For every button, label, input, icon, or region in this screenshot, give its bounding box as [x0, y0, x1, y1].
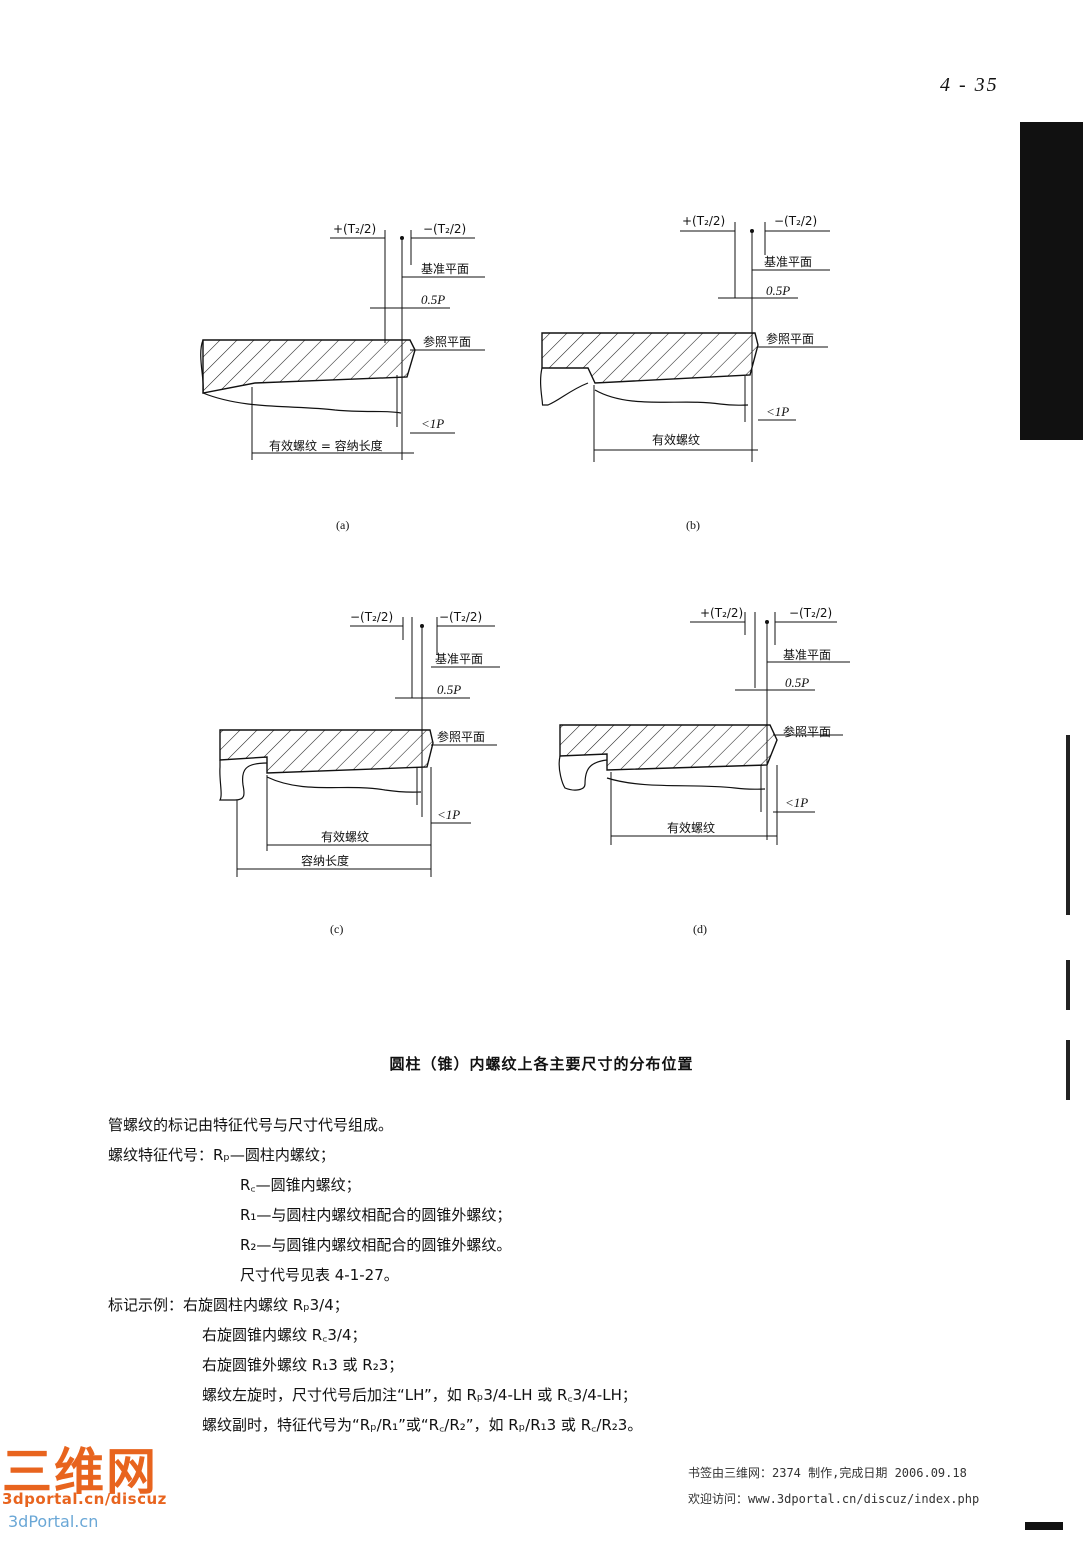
figure-b-label: (b) [686, 518, 700, 532]
containing-length-label: 容纳长度 [301, 853, 349, 868]
effective-thread-label: 有效螺纹 [667, 820, 715, 835]
reference-plane-label: 参照平面 [437, 729, 485, 744]
page-number: 4 - 35 [940, 74, 999, 96]
reference-plane-label: 参照平面 [766, 331, 814, 346]
logo-url: 3dportal.cn/discuz [2, 1490, 167, 1508]
less-than-pitch-label: <1P [437, 807, 460, 822]
figure-a: +(T₂/2) −(T₂/2) 基准平面 0.5P 参照平面 <1P 有效螺纹 … [185, 205, 505, 475]
logo-url-secondary: 3dPortal.cn [8, 1512, 99, 1531]
tolerance-plus-label: +(T₂/2) [333, 222, 376, 236]
logo-text: 三维网 [2, 1443, 158, 1501]
body-line: 螺纹特征代号：Rₚ—圆柱内螺纹； [108, 1146, 335, 1164]
figure-d-label: (d) [693, 922, 707, 936]
tolerance-minus-label: −(T₂/2) [774, 214, 817, 228]
tolerance-minus-label: −(T₂/2) [423, 222, 466, 236]
body-line: 尺寸代号见表 4-1-27。 [240, 1266, 399, 1284]
body-line: 管螺纹的标记由特征代号与尺寸代号组成。 [108, 1116, 394, 1134]
recess-line [539, 367, 589, 406]
tolerance-minus-label: −(T₂/2) [789, 606, 832, 620]
figure-b: +(T₂/2) −(T₂/2) 基准平面 0.5P 参照平面 <1P 有效螺纹 [530, 200, 850, 475]
hatched-section [541, 332, 759, 384]
tolerance-minus-label: −(T₂/2) [439, 610, 482, 624]
thread-diagram-a: +(T₂/2) −(T₂/2) 基准平面 0.5P 参照平面 <1P 有效螺纹 … [200, 222, 485, 460]
thread-diagram-b: +(T₂/2) −(T₂/2) 基准平面 0.5P 参照平面 <1P 有效螺纹 [539, 214, 830, 462]
site-logo: 三维网 3dportal.cn/discuz 3dPortal.cn [0, 1432, 185, 1542]
figure-caption: 圆柱（锥）内螺纹上各主要尺寸的分布位置 [389, 1055, 694, 1073]
figure-d: +(T₂/2) −(T₂/2) 基准平面 0.5P 参照平面 <1P 有效螺纹 [545, 590, 865, 855]
half-pitch-label: 0.5P [785, 675, 809, 690]
effective-thread-label: 有效螺纹 [652, 432, 700, 447]
tolerance-plus-label: +(T₂/2) [682, 214, 725, 228]
hatched-section [219, 729, 434, 774]
thread-root-line [202, 392, 402, 414]
chapter-edge-tab [1020, 122, 1083, 440]
half-pitch-label: 0.5P [766, 283, 790, 298]
thread-root-line [594, 389, 749, 406]
footer-line-2: 欢迎访问：www.3dportal.cn/discuz/index.php [688, 1492, 980, 1506]
body-line: 螺纹左旋时，尺寸代号后加注“LH”，如 Rₚ3/4-LH 或 R꜀3/4-LH； [202, 1386, 637, 1404]
base-plane-label: 基准平面 [764, 255, 812, 269]
edge-mark [1066, 960, 1070, 1010]
tolerance-plus-label: −(T₂/2) [350, 610, 393, 624]
half-pitch-label: 0.5P [421, 292, 445, 307]
body-line: R₁—与圆柱内螺纹相配合的圆锥外螺纹； [240, 1206, 512, 1224]
base-plane-label: 基准平面 [421, 262, 469, 276]
hatched-section [559, 724, 778, 771]
body-line: 螺纹副时，特征代号为“Rₚ/R₁”或“R꜀/R₂”，如 Rₚ/R₁3 或 R꜀/… [202, 1416, 643, 1434]
footer-line-1: 书签由三维网：2374 制作,完成日期 2006.09.18 [688, 1466, 967, 1480]
break-line [200, 339, 204, 394]
body-line: 右旋圆锥外螺纹 R₁3 或 R₂3； [202, 1356, 404, 1374]
thread-diagram-d: +(T₂/2) −(T₂/2) 基准平面 0.5P 参照平面 <1P 有效螺纹 [558, 606, 850, 845]
effective-thread-label: 有效螺纹 [321, 829, 369, 844]
half-pitch-label: 0.5P [437, 682, 461, 697]
body-line: R₂—与圆锥内螺纹相配合的圆锥外螺纹。 [240, 1236, 512, 1254]
figure-c: −(T₂/2) −(T₂/2) 基准平面 0.5P 参照平面 <1P 有效螺纹 … [205, 595, 515, 885]
thread-root-line [266, 776, 422, 793]
figure-c-label: (c) [330, 922, 344, 936]
body-line: R꜀—圆锥内螺纹； [240, 1176, 361, 1194]
hatched-section [202, 339, 416, 394]
base-plane-label: 基准平面 [435, 652, 483, 666]
body-line: 标记示例：右旋圆柱内螺纹 Rₚ3/4； [108, 1296, 349, 1314]
base-plane-label: 基准平面 [783, 648, 831, 662]
reference-plane-label: 参照平面 [783, 724, 831, 739]
body-line: 右旋圆锥内螺纹 R꜀3/4； [202, 1326, 367, 1344]
thread-root-line [606, 777, 766, 790]
footer-note: 书签由三维网：2374 制作,完成日期 2006.09.18 欢迎访问：www.… [688, 1460, 1083, 1512]
thread-diagram-c: −(T₂/2) −(T₂/2) 基准平面 0.5P 参照平面 <1P 有效螺纹 … [218, 610, 500, 877]
edge-mark [1066, 735, 1070, 915]
less-than-pitch-label: <1P [766, 404, 789, 419]
edge-mark [1066, 1040, 1070, 1100]
recess-line [558, 755, 608, 791]
effective-thread-label: 有效螺纹 = 容纳长度 [269, 438, 383, 453]
recess-line [218, 760, 268, 801]
figure-a-label: (a) [336, 518, 350, 532]
tolerance-plus-label: +(T₂/2) [700, 606, 743, 620]
less-than-pitch-label: <1P [421, 416, 444, 431]
bottom-mark [1025, 1522, 1063, 1530]
less-than-pitch-label: <1P [785, 795, 808, 810]
reference-plane-label: 参照平面 [423, 334, 471, 349]
